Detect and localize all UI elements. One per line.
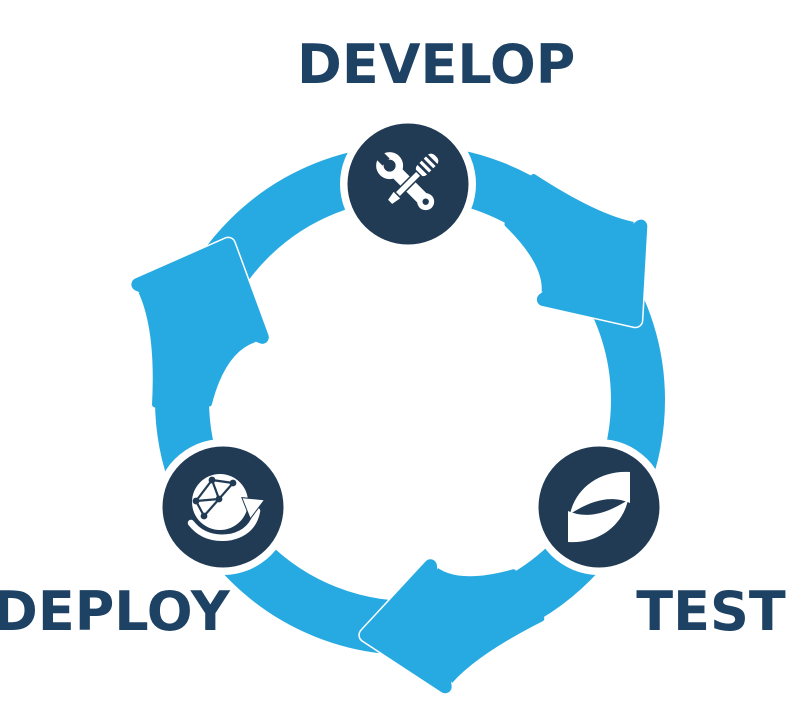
deploy-node: [155, 439, 291, 575]
develop-node: [340, 116, 476, 252]
deploy-label: DEPLOY: [0, 580, 230, 643]
arrow-top-right-icon: [504, 174, 649, 329]
test-label: TEST: [636, 580, 786, 643]
sync-arrows-icon: [568, 471, 630, 543]
develop-label: DEVELOP: [297, 33, 576, 96]
test-node: [531, 439, 667, 575]
test-node-circle: [538, 446, 660, 568]
arrow-bottom-icon: [358, 557, 545, 695]
wrench-screwdriver-icon: [371, 147, 440, 211]
globe-network-arrow-icon: [184, 474, 266, 545]
arrow-upper-left-icon: [129, 236, 271, 408]
